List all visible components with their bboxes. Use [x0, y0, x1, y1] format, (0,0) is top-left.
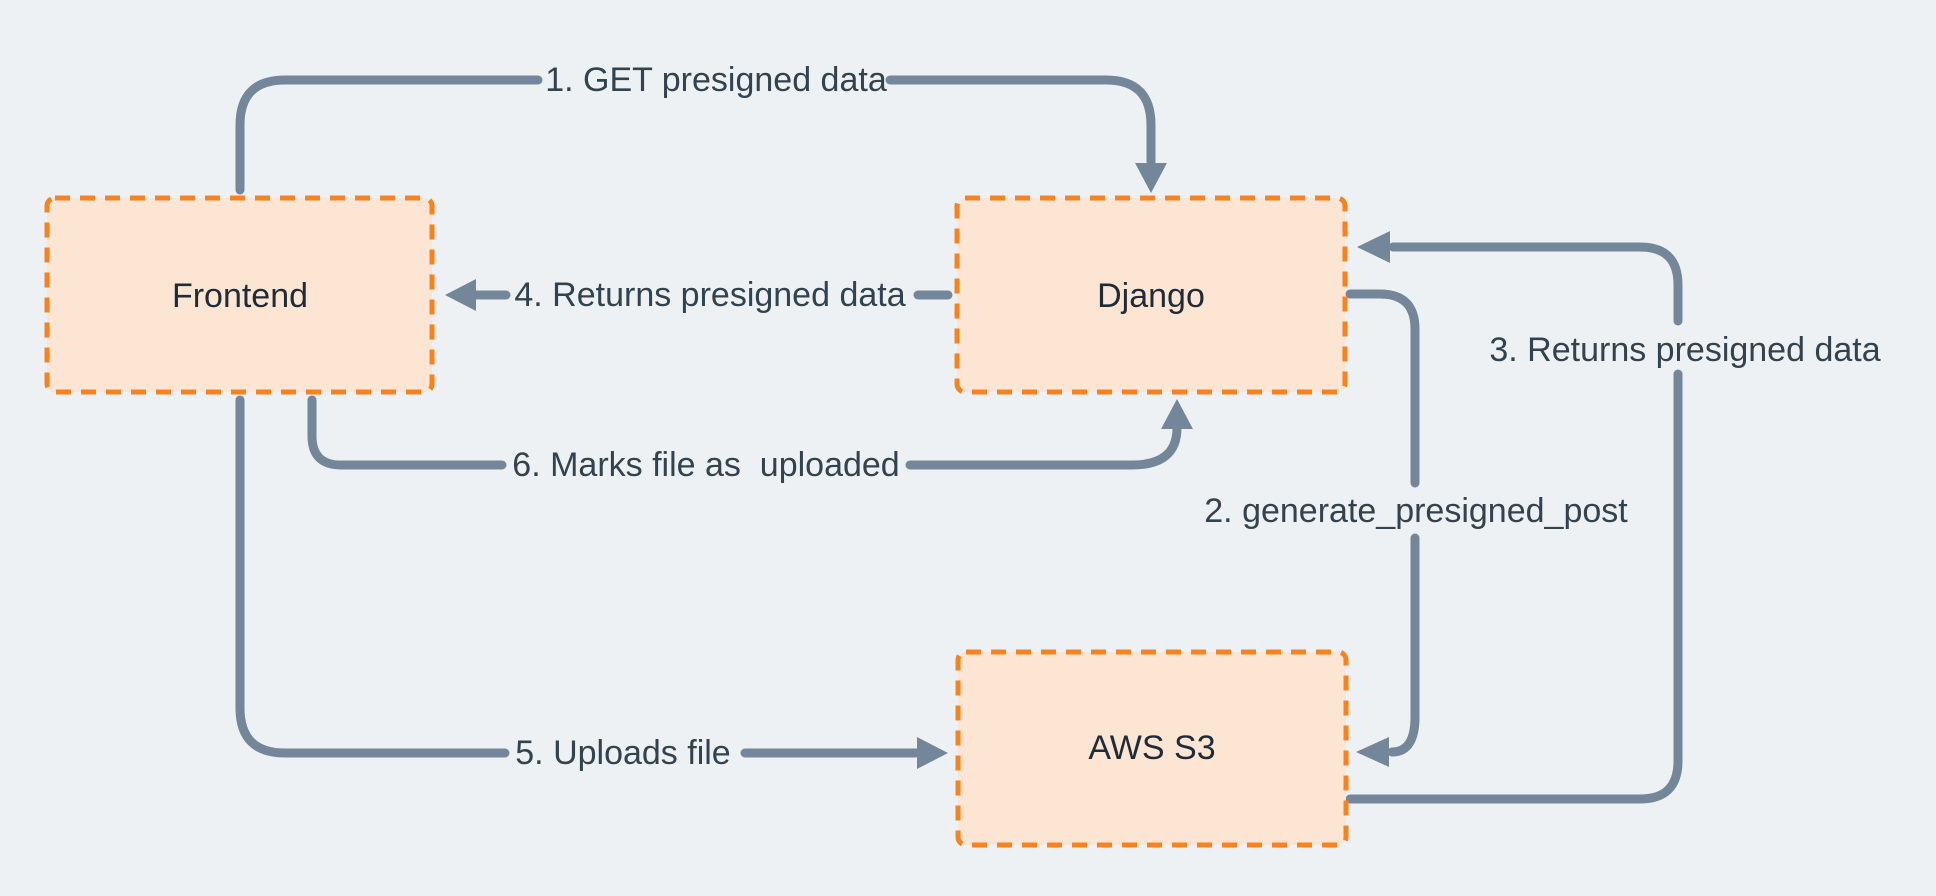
arrow-2-arrowhead-left-icon — [1356, 737, 1389, 767]
arrow-3-line-bottom — [1345, 369, 1683, 804]
arrow-5-line-left — [235, 395, 510, 758]
arrow-2-line-top — [1345, 289, 1420, 488]
arrow-1-arrowhead-down-icon — [1135, 163, 1167, 193]
django-box-label: Django — [1097, 277, 1205, 315]
arrow-5-uploads-file: 5. Uploads file — [235, 395, 948, 772]
arrow-2-line-bottom — [1387, 533, 1420, 757]
arrow-2-generate-presigned-post: 2. generate_presigned_post — [1204, 289, 1628, 767]
aws-s3-box: AWS S3 — [955, 649, 1349, 848]
django-box: Django — [954, 195, 1348, 395]
aws-s3-box-rect — [955, 649, 1349, 848]
arrow-5-arrowhead-right-icon — [917, 737, 948, 769]
frontend-box: Frontend — [44, 195, 435, 395]
arrow-6-line-left — [307, 395, 507, 470]
arrow-2-label: 2. generate_presigned_post — [1204, 492, 1628, 530]
frontend-box-rect — [44, 195, 435, 395]
frontend-box-label: Frontend — [172, 277, 308, 315]
arrow-1-line-left — [235, 75, 543, 195]
arrow-4-label: 4. Returns presigned data — [514, 276, 905, 314]
arrow-1-label: 1. GET presigned data — [545, 61, 887, 99]
arrow-4-arrowhead-left-icon — [445, 279, 476, 311]
aws-s3-box-label: AWS S3 — [1088, 729, 1215, 767]
arrow-3-returns-presigned-data: 3. Returns presigned data — [1345, 231, 1881, 804]
arrow-6-label: 6. Marks file as uploaded — [512, 446, 899, 484]
arrow-5-label: 5. Uploads file — [515, 734, 730, 772]
arrow-4-returns-presigned-data: 4. Returns presigned data — [445, 276, 953, 314]
django-box-rect — [954, 195, 1348, 395]
arrow-1-get-presigned-data: 1. GET presigned data — [235, 61, 1167, 195]
arrow-3-label: 3. Returns presigned data — [1489, 331, 1880, 369]
arrow-3-line-top — [1388, 242, 1683, 326]
arrow-3-arrowhead-left-icon — [1357, 231, 1390, 263]
arrow-6-marks-file-uploaded: 6. Marks file as uploaded — [307, 395, 1193, 484]
arrow-6-line-right — [905, 423, 1182, 470]
arrow-1-line-right — [885, 75, 1156, 167]
arrow-6-arrowhead-up-icon — [1161, 399, 1193, 429]
